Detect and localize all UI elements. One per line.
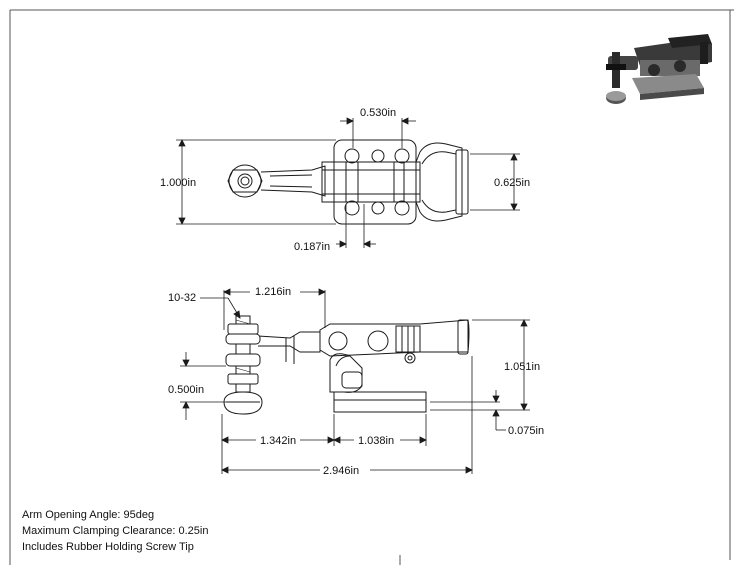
note-rubber-tip: Includes Rubber Holding Screw Tip xyxy=(22,541,194,553)
top-view xyxy=(227,139,469,225)
side-view-dimensions xyxy=(180,288,530,474)
isometric-thumbnail xyxy=(606,34,712,104)
dim-0-500: 0.500in xyxy=(168,384,204,396)
dim-1-342: 1.342in xyxy=(260,435,296,447)
sheet-border xyxy=(9,9,734,565)
dim-1-000: 1.000in xyxy=(160,177,196,189)
dim-1-051: 1.051in xyxy=(504,361,540,373)
dim-1-216: 1.216in xyxy=(255,286,291,298)
top-view-dimensions xyxy=(176,117,520,248)
note-clamping-clearance: Maximum Clamping Clearance: 0.25in xyxy=(22,525,208,537)
dim-0-625: 0.625in xyxy=(494,177,530,189)
dim-0-187: 0.187in xyxy=(294,241,330,253)
side-view-labels: 10-32 1.216in 1.051in 0.500in 0.075in 1.… xyxy=(168,286,544,477)
dim-2-946: 2.946in xyxy=(323,465,359,477)
dim-0-075: 0.075in xyxy=(508,425,544,437)
note-arm-angle: Arm Opening Angle: 95deg xyxy=(22,509,154,521)
notes: Arm Opening Angle: 95deg Maximum Clampin… xyxy=(22,509,208,553)
top-view-labels: 0.530in 1.000in 0.625in 0.187in xyxy=(160,107,530,253)
dim-0-530: 0.530in xyxy=(360,107,396,119)
thread-callout: 10-32 xyxy=(168,292,196,304)
side-view xyxy=(223,315,470,415)
dim-1-038: 1.038in xyxy=(358,435,394,447)
